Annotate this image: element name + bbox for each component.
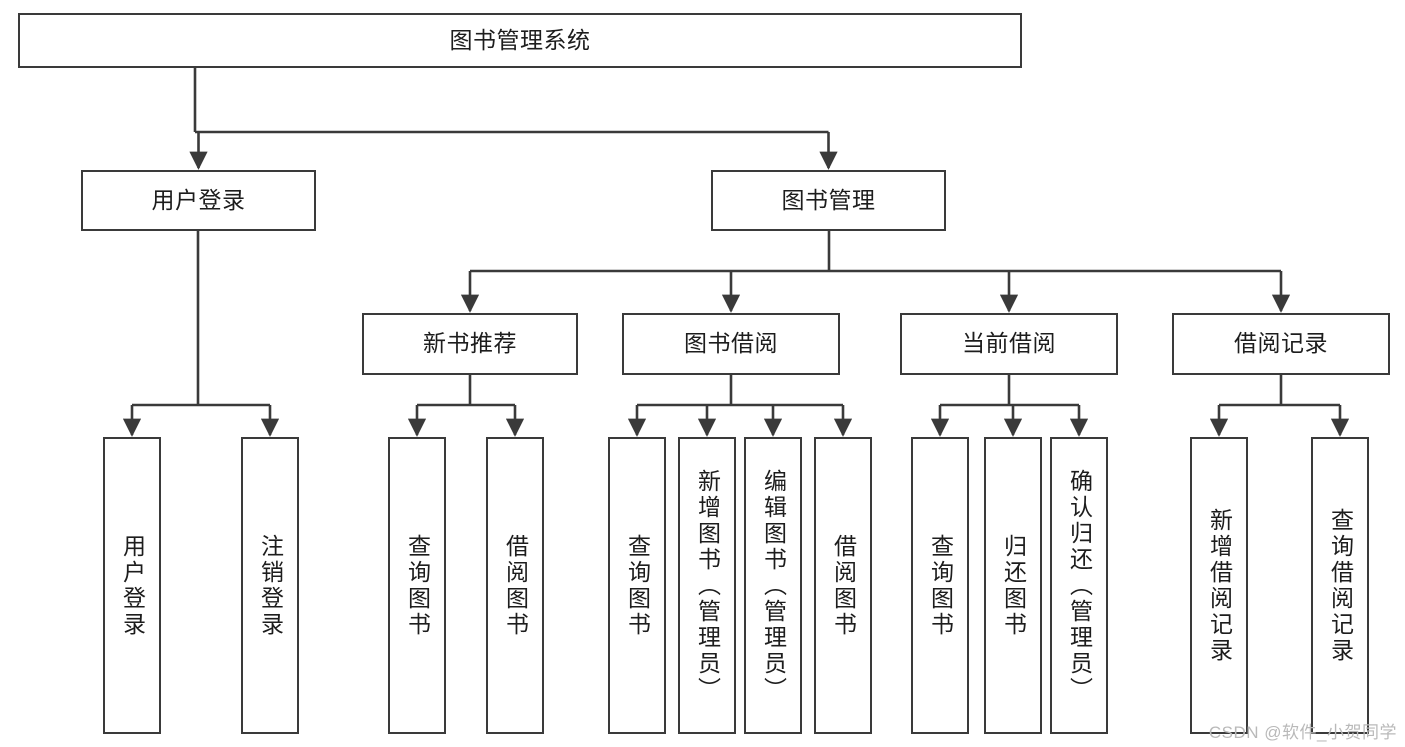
- node-new-book-rec[interactable]: 新书推荐: [362, 313, 578, 375]
- node-leaf-confirm-return-label: 确认归还（管理员）: [1066, 468, 1093, 703]
- node-leaf-logout[interactable]: 注销登录: [241, 437, 299, 734]
- node-leaf-borrow-book[interactable]: 借阅图书: [814, 437, 872, 734]
- node-root[interactable]: 图书管理系统: [18, 13, 1022, 68]
- node-leaf-add-borrow-record[interactable]: 新增借阅记录: [1190, 437, 1248, 734]
- node-leaf-borrow-book-label: 借阅图书: [830, 533, 857, 638]
- node-user-login[interactable]: 用户登录: [81, 170, 316, 231]
- node-leaf-edit-book-label: 编辑图书（管理员）: [760, 468, 787, 703]
- node-current-borrow[interactable]: 当前借阅: [900, 313, 1118, 375]
- node-leaf-user-login-label: 用户登录: [119, 533, 146, 638]
- node-leaf-query-book-rec[interactable]: 查询图书: [388, 437, 446, 734]
- node-leaf-query-book-borrow-label: 查询图书: [624, 533, 651, 638]
- node-leaf-return-book-label: 归还图书: [1000, 533, 1027, 638]
- node-user-login-label: 用户登录: [151, 186, 246, 213]
- node-leaf-add-borrow-record-label: 新增借阅记录: [1206, 507, 1233, 664]
- node-leaf-query-book-current[interactable]: 查询图书: [911, 437, 969, 734]
- node-book-manage-label: 图书管理: [781, 186, 876, 213]
- node-root-label: 图书管理系统: [449, 26, 591, 53]
- node-borrow-record-label: 借阅记录: [1234, 330, 1328, 357]
- node-leaf-query-book-borrow[interactable]: 查询图书: [608, 437, 666, 734]
- node-leaf-add-book[interactable]: 新增图书（管理员）: [678, 437, 736, 734]
- node-leaf-return-book[interactable]: 归还图书: [984, 437, 1042, 734]
- node-borrow-record[interactable]: 借阅记录: [1172, 313, 1390, 375]
- node-book-manage[interactable]: 图书管理: [711, 170, 946, 231]
- node-leaf-add-book-label: 新增图书（管理员）: [694, 468, 721, 703]
- node-leaf-query-borrow-record[interactable]: 查询借阅记录: [1311, 437, 1369, 734]
- node-book-borrow-label: 图书借阅: [684, 330, 778, 357]
- node-leaf-query-borrow-record-label: 查询借阅记录: [1327, 507, 1354, 664]
- node-leaf-user-login[interactable]: 用户登录: [103, 437, 161, 734]
- node-leaf-borrow-book-rec[interactable]: 借阅图书: [486, 437, 544, 734]
- node-book-borrow[interactable]: 图书借阅: [622, 313, 840, 375]
- node-new-book-rec-label: 新书推荐: [423, 330, 517, 357]
- node-leaf-edit-book[interactable]: 编辑图书（管理员）: [744, 437, 802, 734]
- node-leaf-confirm-return[interactable]: 确认归还（管理员）: [1050, 437, 1108, 734]
- node-leaf-logout-label: 注销登录: [257, 533, 284, 638]
- node-leaf-query-book-current-label: 查询图书: [927, 533, 954, 638]
- node-current-borrow-label: 当前借阅: [962, 330, 1056, 357]
- node-leaf-query-book-rec-label: 查询图书: [404, 533, 431, 638]
- node-leaf-borrow-book-rec-label: 借阅图书: [502, 533, 529, 638]
